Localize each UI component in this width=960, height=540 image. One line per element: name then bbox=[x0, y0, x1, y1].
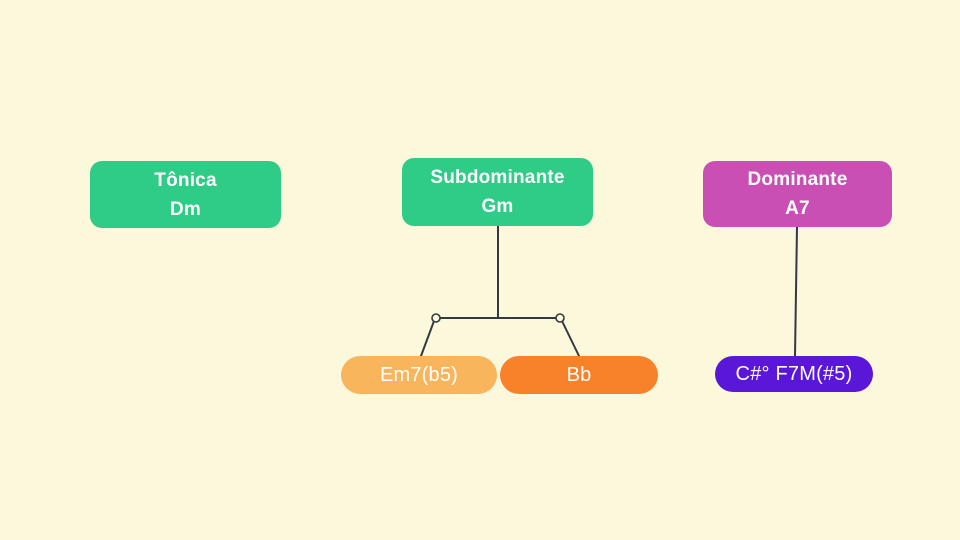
pill-bb-label: Bb bbox=[566, 363, 592, 386]
node-subdominante-chord: Gm bbox=[481, 196, 514, 217]
node-dominante-title: Dominante bbox=[747, 169, 848, 190]
node-tonica-chord: Dm bbox=[169, 198, 201, 220]
connector-dominante-stem bbox=[794, 226, 798, 357]
node-tonica[interactable]: Tônica Dm bbox=[90, 161, 281, 228]
node-tonica-title: Tônica bbox=[154, 169, 217, 191]
connector-branch-left bbox=[420, 320, 435, 357]
node-subdominante-title: Subdominante bbox=[430, 167, 565, 188]
pill-csharp-f7m-label: C#° F7M(#5) bbox=[735, 362, 853, 385]
pill-bb[interactable]: Bb bbox=[500, 356, 658, 394]
pill-em7b5[interactable]: Em7(b5) bbox=[341, 356, 497, 394]
connector-branch-right bbox=[561, 320, 580, 357]
node-subdominante[interactable]: Subdominante Gm bbox=[402, 158, 593, 226]
pill-csharp-f7m[interactable]: C#° F7M(#5) bbox=[715, 356, 873, 392]
pill-em7b5-label: Em7(b5) bbox=[379, 363, 459, 386]
node-dominante-chord: A7 bbox=[785, 198, 810, 219]
branch-joint-right-icon bbox=[555, 313, 565, 323]
node-dominante[interactable]: Dominante A7 bbox=[703, 161, 892, 227]
branch-joint-left-icon bbox=[431, 313, 441, 323]
